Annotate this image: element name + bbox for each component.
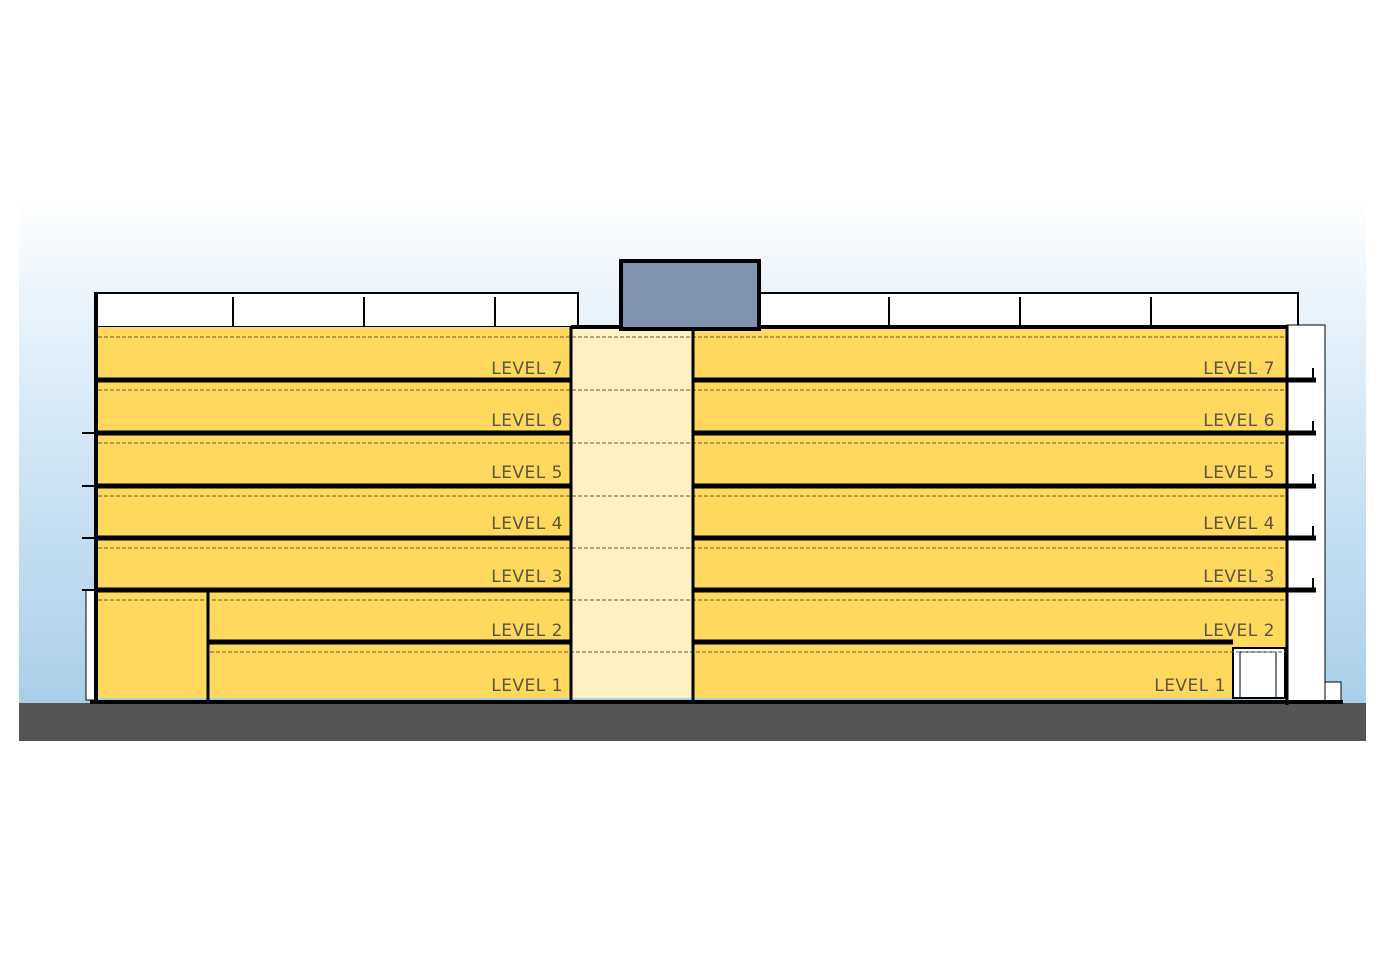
- level-label-right: LEVEL 4: [1203, 514, 1275, 534]
- level-label-left: LEVEL 4: [491, 514, 563, 534]
- right-facade: [1286, 324, 1326, 704]
- level-label-right: LEVEL 3: [1203, 567, 1275, 587]
- roof-parapet-right: [758, 292, 1299, 328]
- lobby-entrance: [1232, 647, 1286, 699]
- level-label-left: LEVEL 7: [491, 359, 563, 379]
- level-label-right: LEVEL 6: [1203, 411, 1275, 431]
- left-double-height-zone: [97, 592, 208, 698]
- rooftop-penthouse: [619, 259, 761, 331]
- level-labels: LEVEL 7 LEVEL 6 LEVEL 5 LEVEL 4 LEVEL 3 LEVEL…: [491, 359, 1275, 696]
- level-label-left: LEVEL 6: [491, 411, 563, 431]
- ground: [19, 703, 1366, 741]
- level-label-left: LEVEL 3: [491, 567, 563, 587]
- level-label-left: LEVEL 2: [491, 621, 563, 641]
- level-label-right: LEVEL 7: [1203, 359, 1275, 379]
- level-label-right: LEVEL 5: [1203, 463, 1275, 483]
- right-plinth: [1324, 681, 1342, 704]
- level-label-right: LEVEL 1: [1154, 676, 1226, 696]
- level-label-left: LEVEL 1: [491, 676, 563, 696]
- central-core: [571, 327, 693, 698]
- roof-parapet-left: [94, 292, 579, 328]
- level-label-left: LEVEL 5: [491, 463, 563, 483]
- level-label-right: LEVEL 2: [1203, 621, 1275, 641]
